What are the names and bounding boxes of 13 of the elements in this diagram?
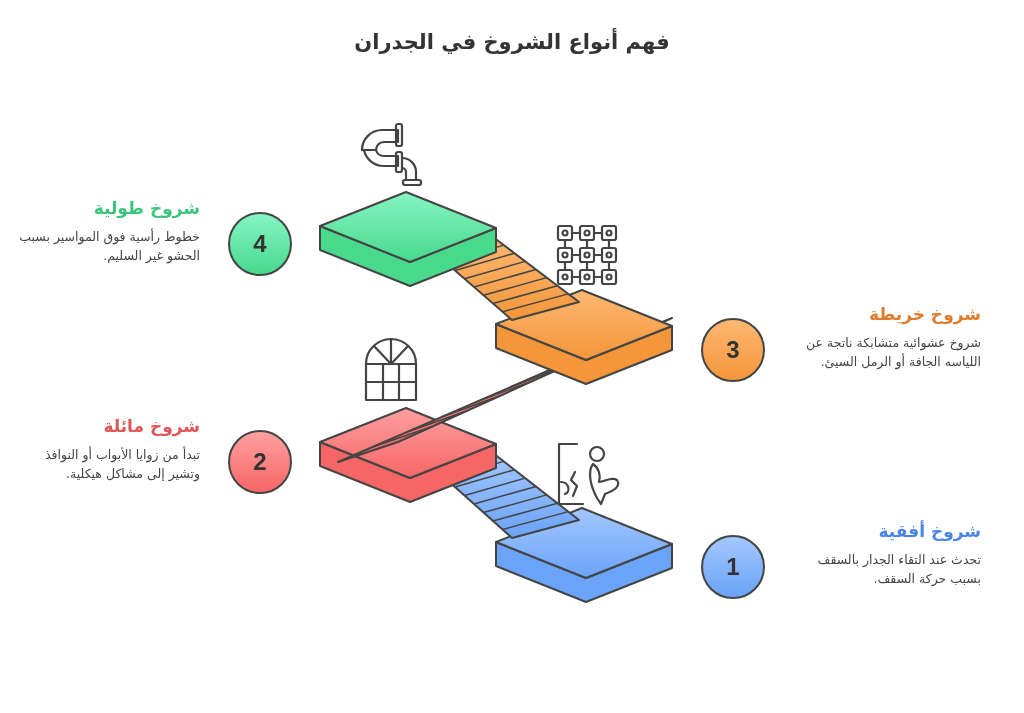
- number-circle: 2: [228, 430, 292, 494]
- number-circle: 1: [701, 535, 765, 599]
- description: تبدأ من زوايا الأبواب أو النوافذ وتشير إلى مشاكل هيكلية.: [44, 446, 200, 484]
- description: خطوط رأسية فوق المواسير بسبب الحشو غير السليم.: [18, 228, 200, 266]
- diagram-title: فهم أنواع الشروخ في الجدران: [353, 30, 671, 54]
- heading: شروخ أفقية: [877, 521, 981, 541]
- number-circle: 3: [701, 318, 765, 382]
- heading: شروخ مائلة: [102, 416, 200, 436]
- description: شروخ عشوائية متشابكة ناتجة عن اللياسه الجافة أو الرمل السيئ.: [805, 334, 981, 372]
- heading: شروخ خريطة: [867, 304, 981, 324]
- description: تحدث عند التقاء الجدار بالسقف بسبب حركة السقف.: [816, 551, 981, 589]
- heading: شروخ طولية: [92, 198, 200, 218]
- number-circle: 4: [228, 212, 292, 276]
